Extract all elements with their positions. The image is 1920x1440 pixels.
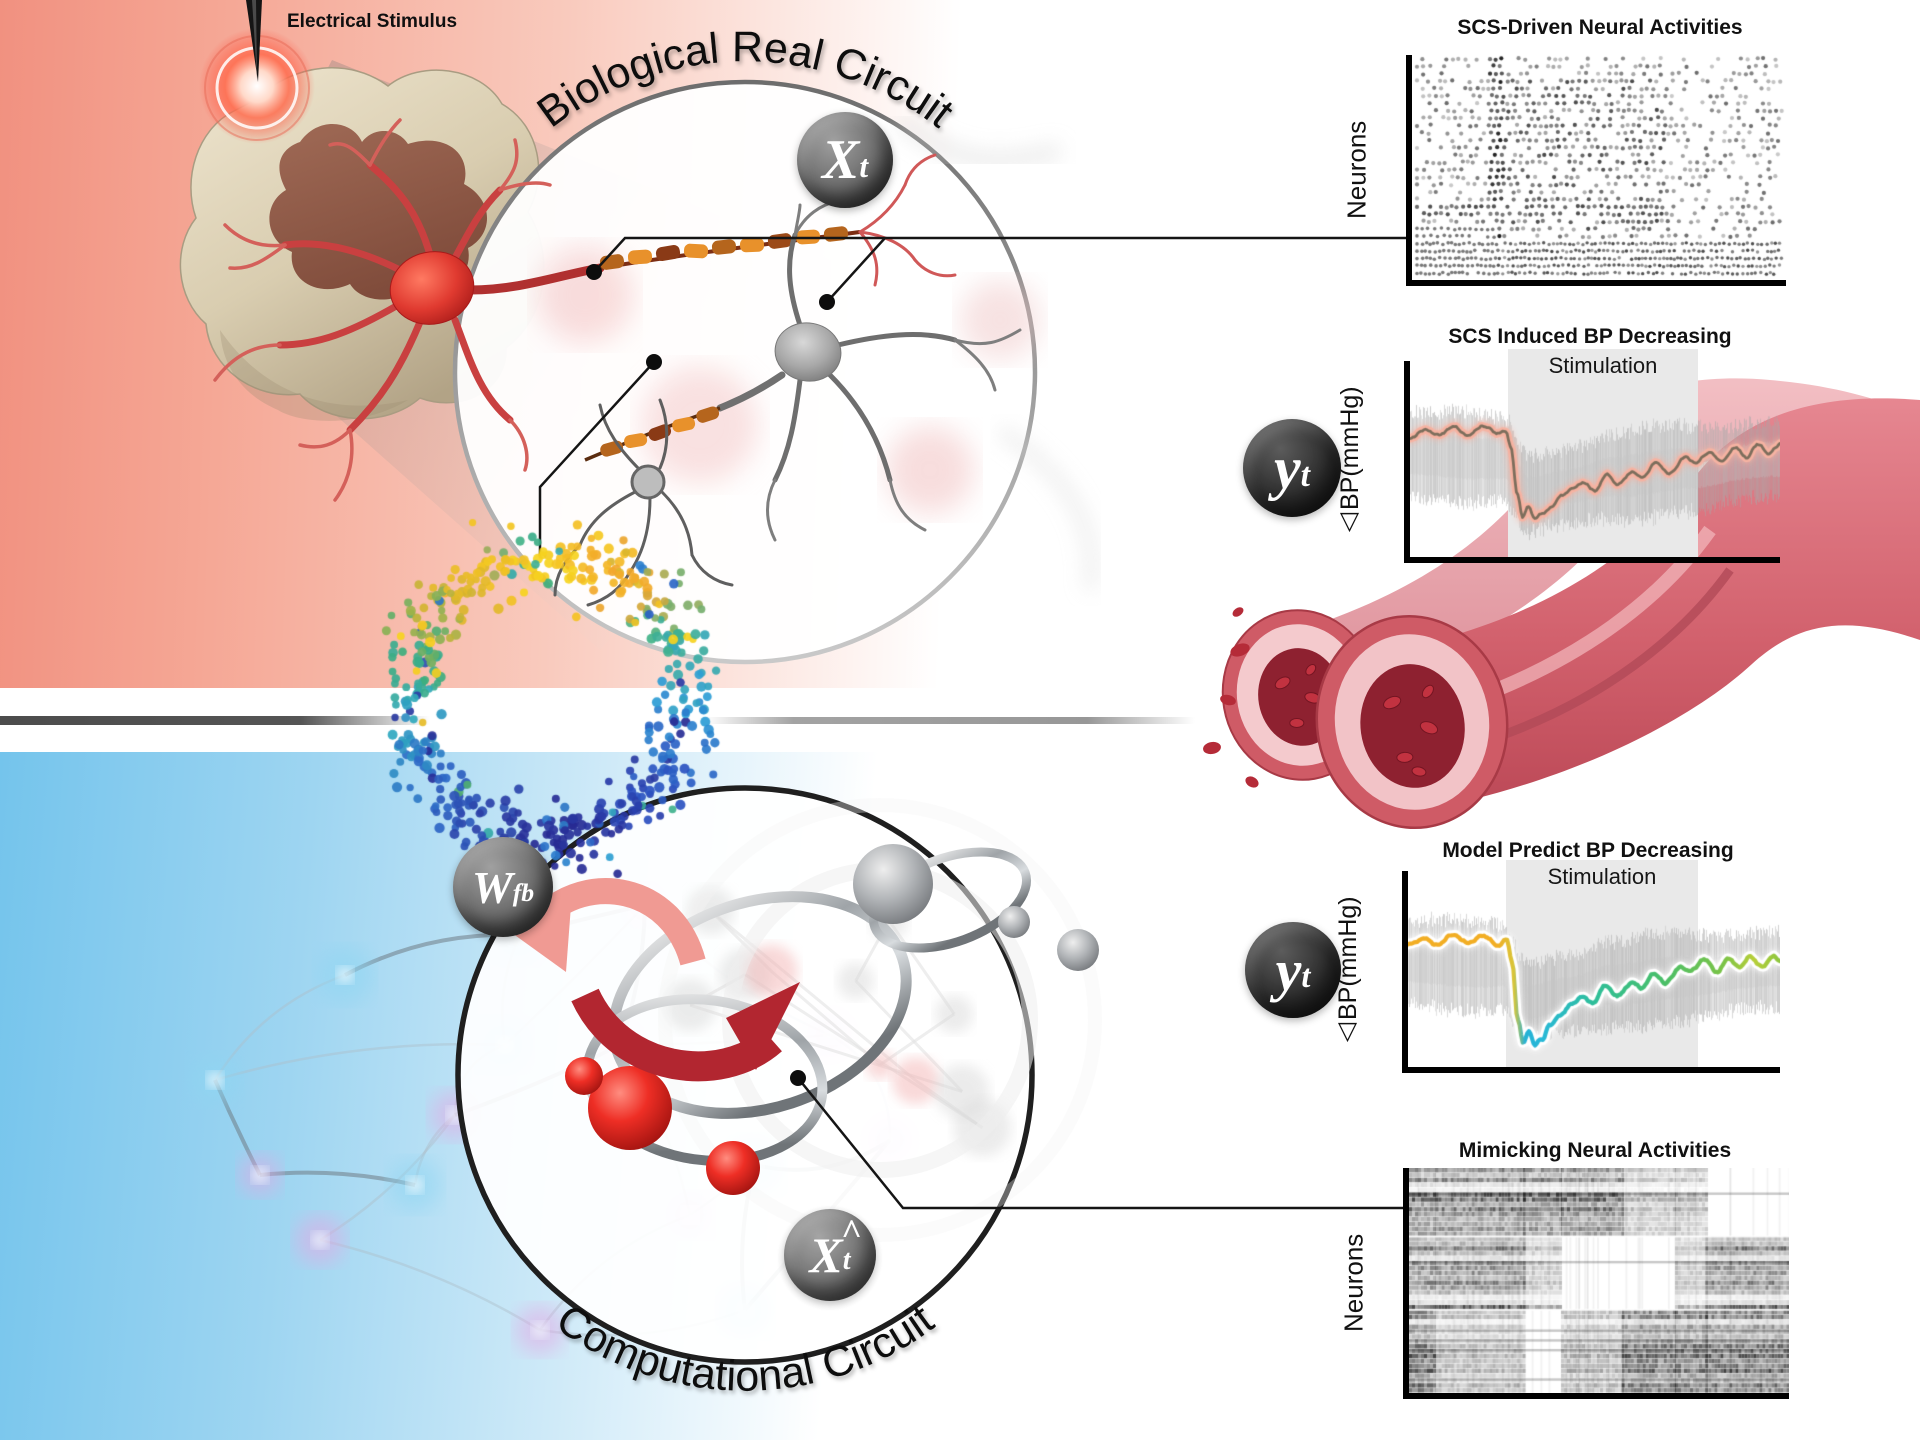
gray-sphere-small [998,906,1030,938]
stimulation-label-model: Stimulation [1547,864,1657,889]
electrode-needle [199,0,315,144]
vessel-cut-face-front [1315,614,1509,830]
gray-sphere-mid [1057,929,1099,971]
heatmap-plot [1403,1168,1789,1399]
divider-line-right [705,717,1195,724]
gray-sphere-large [853,844,933,924]
ring-attractor-scatter [356,498,744,894]
xt-hat-sub: t [842,1245,851,1277]
heatmap-canvas [1409,1168,1789,1393]
divider-line-left [0,716,430,725]
connector-to-heatmap [797,1077,1403,1210]
xt-sub: t [859,149,869,185]
bp-real-title: SCS Induced BP Decreasing [1448,325,1732,348]
reservoir-rings [565,844,1099,1195]
xt-base: X [821,129,860,191]
bp-model-plot: Stimulation [1402,860,1780,1073]
wfb-sub: fb [512,877,535,907]
connector-red-neuron-to-raster [593,236,1406,273]
raster-ylabel: Neurons [1341,120,1372,220]
red-sphere-mid [706,1141,760,1195]
electrical-stimulus-label: Electrical Stimulus [287,11,458,32]
yt-real-base: y [1274,434,1301,501]
heatmap-title: Mimicking Neural Activities [1458,1139,1732,1162]
red-sphere-small [565,1057,603,1095]
bp-model-title: Model Predict BP Decreasing [1442,839,1734,862]
raster-canvas [1412,55,1786,280]
red-neuron [213,118,605,502]
bp-real-canvas [1410,361,1780,557]
yt-model-base: y [1275,937,1302,1003]
background-neuropil [537,113,1098,591]
raster-plot [1406,55,1786,286]
gray-neuron [716,198,1022,542]
wfb-base: W [471,861,513,913]
stimulation-label-real: Stimulation [1548,353,1658,378]
yt-real-sub: t [1300,456,1310,494]
heatmap-ylabel: Neurons [1338,1233,1369,1332]
bp-real-plot: Stimulation [1404,349,1780,563]
floating-blood-cells [1203,607,1259,788]
connector-gray-neuron [826,237,886,303]
red-sphere-large [588,1066,672,1150]
connector-dots [586,264,835,1086]
yt-model-sub: t [1301,958,1311,995]
bp-model-canvas [1408,871,1780,1067]
xt-hat-base: X [809,1227,843,1283]
feedback-arrow-red [571,982,800,1082]
raster-title: SCS-Driven Neural Activities [1457,16,1743,39]
xt-hat-caret: ^ [841,1212,862,1252]
